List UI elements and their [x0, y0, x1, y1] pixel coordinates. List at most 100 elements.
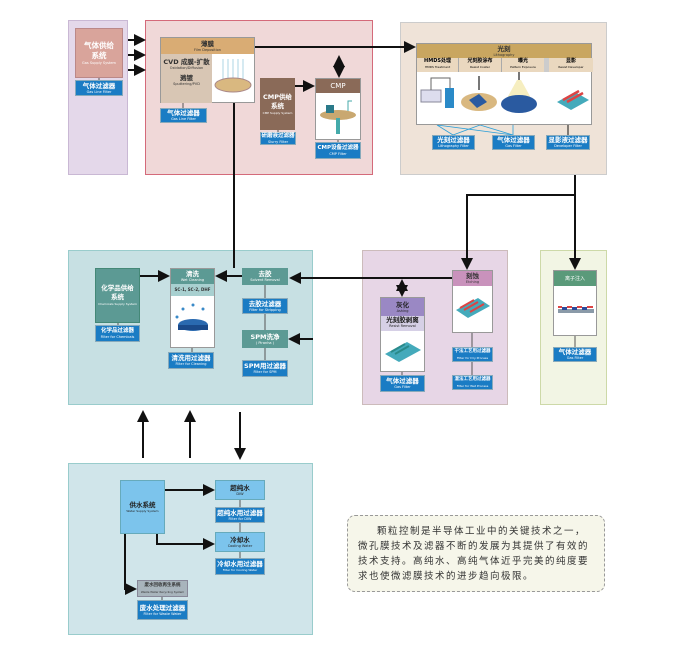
filter-label: 气体过滤器: [386, 377, 419, 385]
waste-water-recycling: 废水回收再生系统 Waste Water Recycling System: [137, 580, 188, 597]
resist-removal-en: Resist Removal: [389, 324, 416, 328]
filter-label-en: CMP Filter: [329, 152, 347, 156]
etch-header-cn: 刻蚀: [466, 272, 479, 280]
diw-cn: 超纯水: [230, 483, 250, 492]
water-panel: [68, 463, 313, 635]
litho-header-en: Lithography: [493, 52, 515, 57]
filter-label-en: Filter for Stripping: [249, 307, 281, 312]
cooling-en: Cooling Water: [227, 543, 253, 548]
water-supply-en: Water Supply System: [126, 508, 159, 513]
spm-cleaning: SPM洗净( Piranha ): [242, 330, 288, 348]
hmds-image: [420, 77, 454, 108]
wafer-deposition-image: [214, 59, 252, 93]
filter-label-en: Gas Filter: [394, 385, 411, 389]
ash-header-cn: 灰化: [396, 300, 409, 309]
etch-header-en: Etching: [465, 280, 480, 284]
clean-chemicals: SC-1, SC-2, DHF: [171, 284, 214, 296]
waste-cn: 废水回收再生系统: [144, 583, 181, 588]
filter-label: 气体过滤器: [82, 81, 116, 90]
description-note: 颗粒控制是半导体工业中的关键技术之一，微孔膜技术及滤器不断的发展为其提供了有效的…: [347, 515, 605, 592]
developer-image: [557, 89, 589, 110]
filter-label: CMP设备过滤器: [317, 145, 359, 151]
clean-header-cn: 清洗: [186, 270, 199, 278]
step-label-en: Resist Developer: [558, 65, 584, 69]
cmp-supply-title: CMP供给系统: [262, 92, 292, 110]
filter-label: SPM用过滤器: [244, 362, 286, 370]
filter-label-en: Gas Filter: [566, 356, 584, 360]
filter-label-en: Gas Line Filter: [171, 117, 196, 121]
cmp-supply-subtitle: CMP Supply System: [262, 110, 293, 115]
gas-supply-system: 气体供给系统 Gas Supply System: [75, 28, 123, 78]
clean-header-en: Wet Cleaning: [180, 278, 205, 282]
filter-label: 冷却水用过滤器: [217, 560, 263, 568]
film-methods: CVD 成膜-扩散 Oxidation/Diffusion 溅镀 Sputter…: [161, 54, 212, 103]
resist-removal-cn: 光刻胶剥离: [386, 316, 419, 324]
film-header-cn: 薄膜: [201, 39, 214, 48]
filter-label-en: Gas Filter: [505, 144, 522, 148]
filter-label: 显影液过滤器: [548, 136, 588, 144]
filter-label: 湿法工艺用过滤器: [454, 377, 491, 382]
filter-label: 清洗用过滤器: [171, 354, 211, 362]
step-label: HMDS处理: [424, 58, 451, 64]
filter-label-en: Filter for Chemicals: [100, 335, 135, 339]
step-label-en: Resist Coater: [470, 65, 490, 69]
step-label: 显影: [565, 58, 576, 64]
cmp-header: CMP: [316, 79, 360, 93]
ashed-wafer-image: [385, 342, 421, 362]
filter-label-en: Filter for Wet Process: [456, 384, 489, 388]
waste-en: Waste Water Recycling System: [140, 590, 185, 594]
filter-label-en: Filter for Cooling Water: [222, 568, 258, 572]
filter-label: 去胶过滤器: [248, 299, 282, 308]
litho-images: [420, 72, 589, 113]
film-header-en: Film Deposition: [194, 47, 221, 52]
chem-subtitle: Chemicals Supply System: [98, 302, 137, 306]
step-label-en: Pattern Exposure: [510, 65, 536, 69]
gas-supply-subtitle: Gas Supply System: [82, 60, 116, 65]
cmp-polisher-image: [320, 100, 356, 134]
ash-header-en: Ashing: [396, 308, 409, 313]
filter-label: 气体过滤器: [497, 136, 530, 144]
cmp-supply-system: CMP供给系统 CMP Supply System: [260, 78, 295, 130]
sputter-label: 溅镀: [180, 74, 193, 82]
film-header: 薄膜 Film Deposition: [161, 38, 254, 54]
etched-wafer-image: [456, 298, 490, 318]
filter-label-en: Developer Filter: [554, 144, 582, 148]
filter-label-en: Filter for SPM: [253, 370, 277, 374]
diw-en: DIW: [236, 491, 244, 496]
implant-wafer-image: [558, 306, 594, 313]
filter-label: 研磨液过滤器: [261, 133, 295, 139]
spm-cn: SPM洗净: [250, 332, 280, 341]
ion-implant-box: 离子注入: [553, 270, 597, 336]
film-deposition-box: 薄膜 Film Deposition CVD 成膜-扩散 Oxidation/D…: [160, 37, 255, 103]
filter-label: 干法工艺用过滤器: [454, 349, 491, 354]
sputter-label-en: Sputtering/PVD: [173, 82, 200, 86]
cvd-label: CVD 成膜-扩散: [163, 58, 210, 66]
water-supply-cn: 供水系统: [129, 500, 156, 509]
